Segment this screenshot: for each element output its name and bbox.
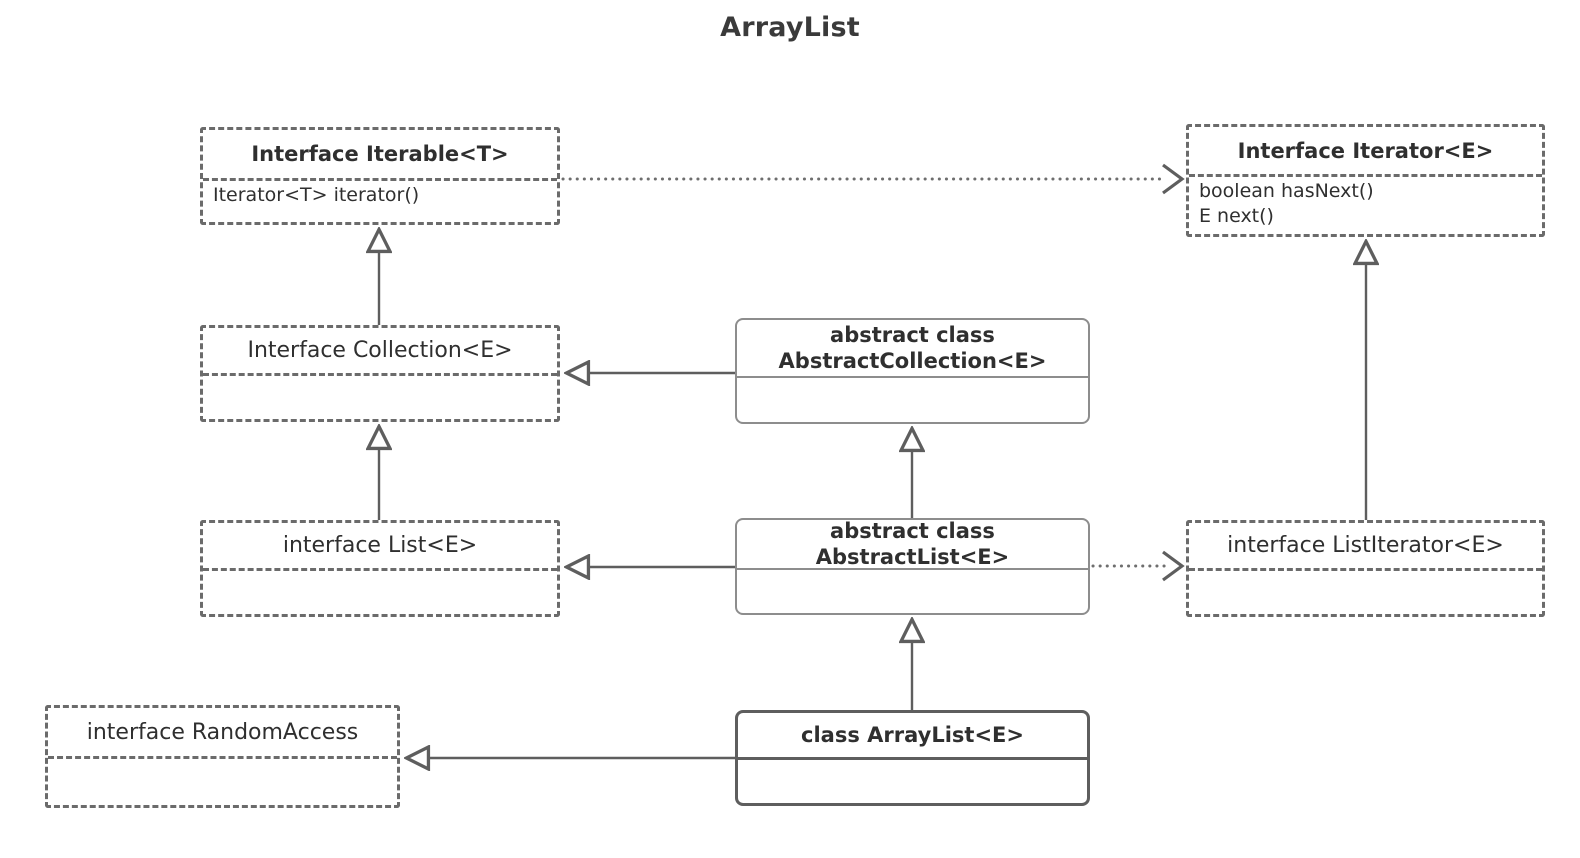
node-interface-randomaccess[interactable]: interface RandomAccess [45,705,400,808]
node-interface-collection[interactable]: Interface Collection<E> [200,325,560,422]
node-abstract-class-abstractlist[interactable]: abstract class AbstractList<E> [735,518,1090,615]
arrowhead-iterator-dependency [1162,163,1185,195]
node-members-randomaccess [48,759,397,805]
node-header-collection: Interface Collection<E> [203,328,557,376]
node-header-iterable: Interface Iterable<T> [203,130,557,181]
node-interface-iterable[interactable]: Interface Iterable<T> Iterator<T> iterat… [200,127,560,225]
node-members-iterator: boolean hasNext() E next() [1199,180,1374,227]
node-members-abstractlist [737,570,1088,615]
arrowhead-listiterator-dependency [1162,550,1185,582]
node-interface-iterator[interactable]: Interface Iterator<E> boolean hasNext() … [1186,124,1545,237]
node-members-iterable: Iterator<T> iterator() [213,184,420,206]
node-members-abstractcollection [737,378,1088,424]
node-header-arraylist: class ArrayList<E> [738,713,1087,760]
node-header-abstractcollection: abstract class AbstractCollection<E> [737,320,1088,378]
page-title: ArrayList [720,12,860,43]
node-header-listiterator: interface ListIterator<E> [1189,523,1542,571]
node-class-arraylist[interactable]: class ArrayList<E> [735,710,1090,806]
node-interface-list[interactable]: interface List<E> [200,520,560,617]
node-header-abstractlist: abstract class AbstractList<E> [737,519,1088,570]
node-members-listiterator [1189,571,1542,614]
node-header-randomaccess: interface RandomAccess [48,708,397,759]
node-members-list [203,571,557,614]
node-abstract-class-abstractcollection[interactable]: abstract class AbstractCollection<E> [735,318,1090,424]
node-header-iterator: Interface Iterator<E> [1189,127,1542,177]
node-members-arraylist [738,760,1087,803]
node-members-collection [203,376,557,419]
node-header-list: interface List<E> [203,523,557,571]
node-interface-listiterator[interactable]: interface ListIterator<E> [1186,520,1545,617]
